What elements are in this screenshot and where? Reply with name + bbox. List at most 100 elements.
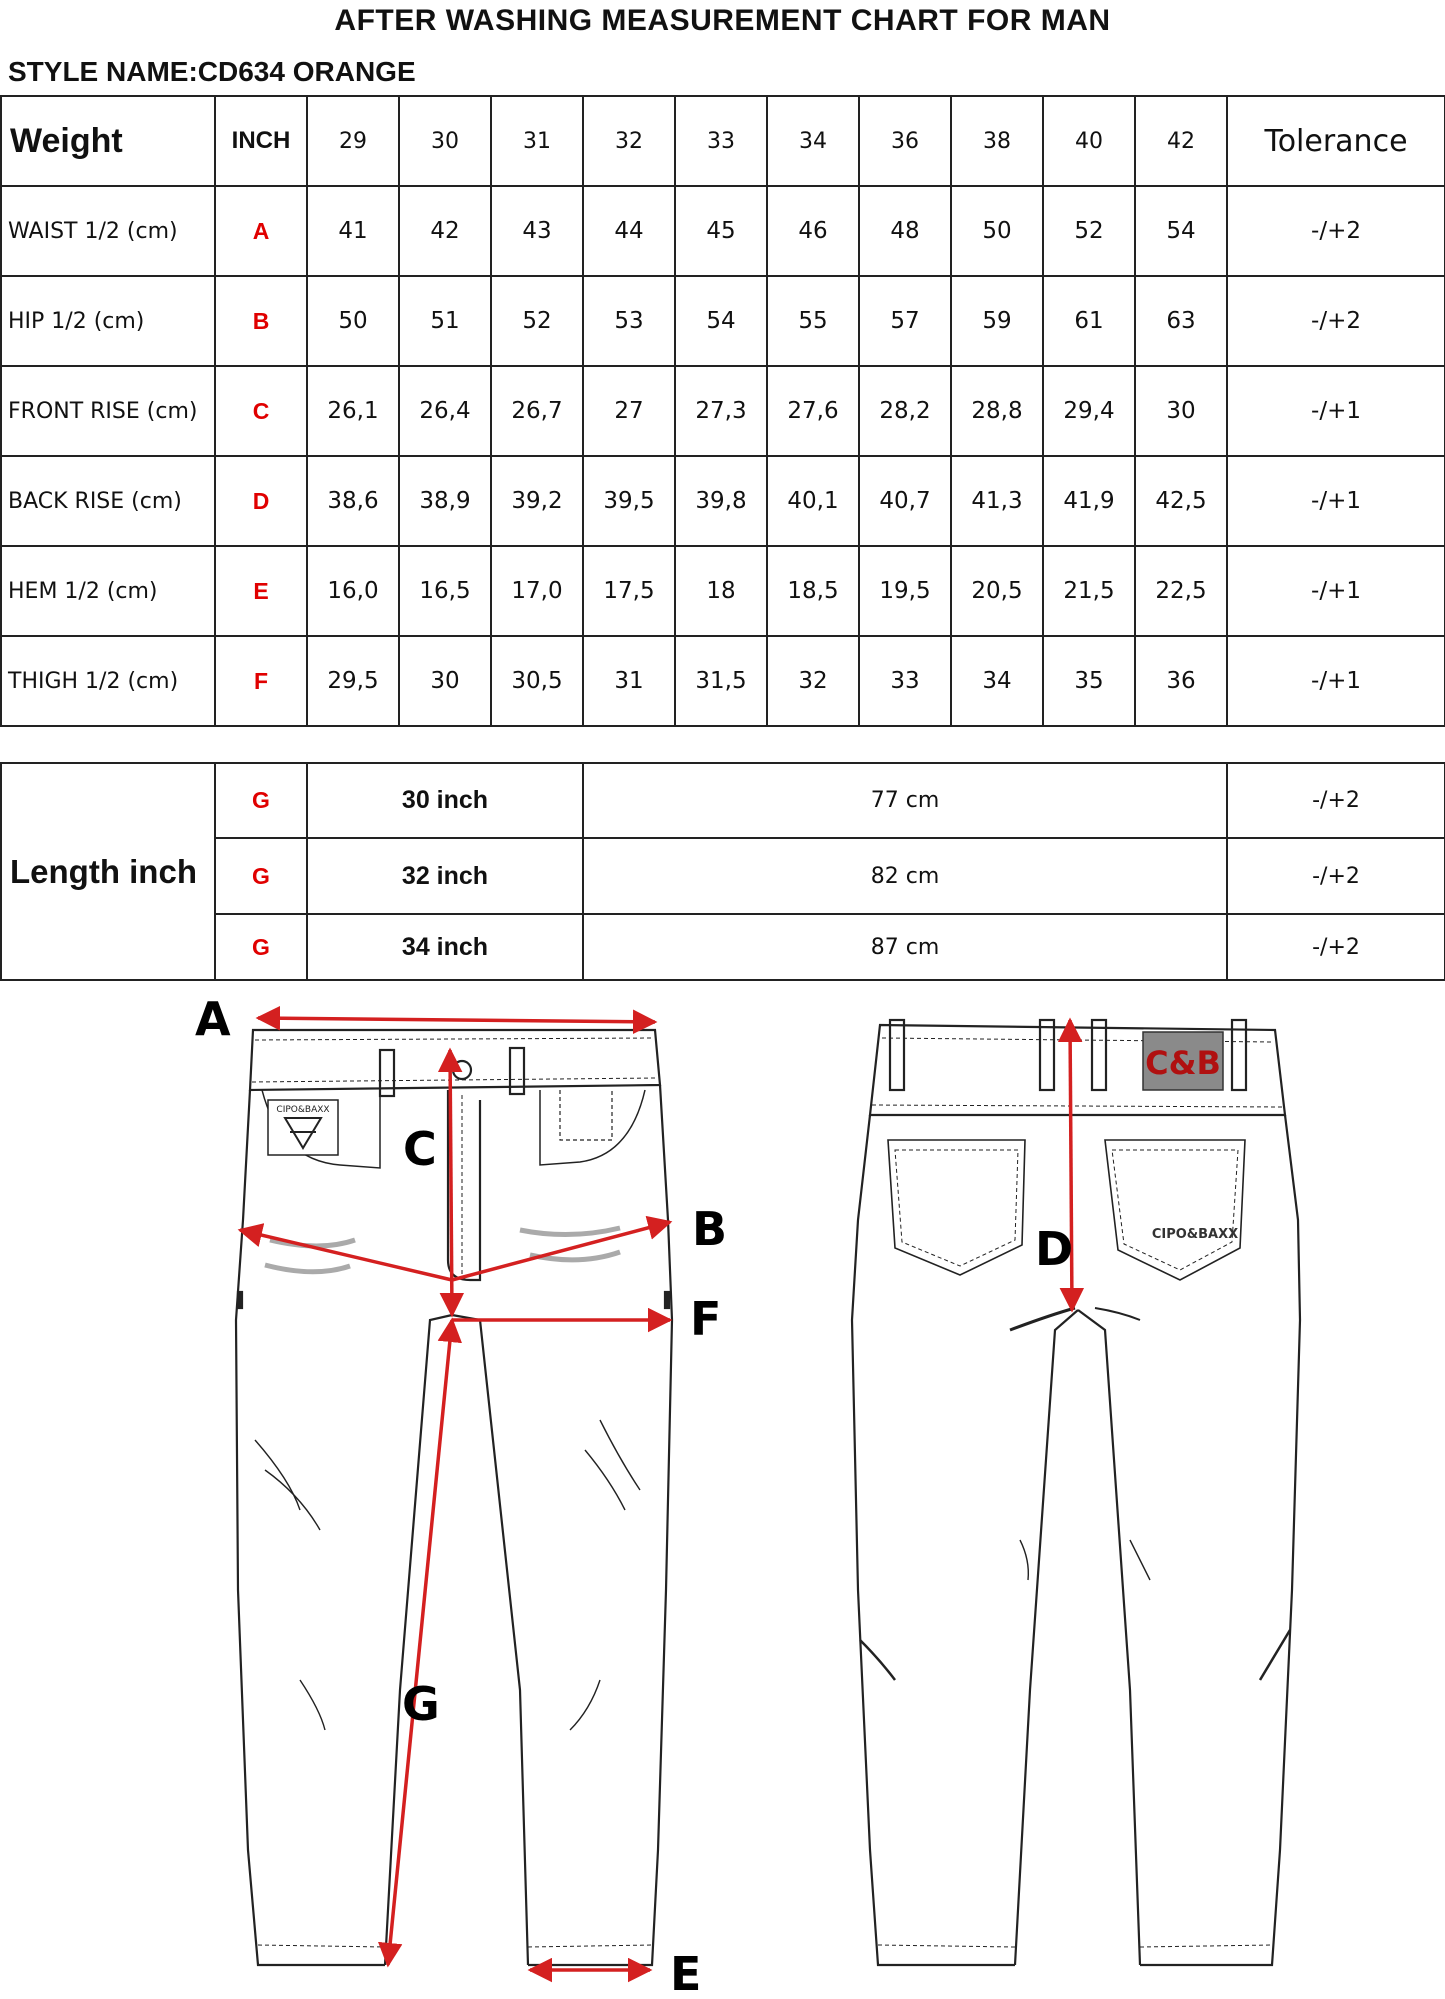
brand-patch: C&B (1142, 1031, 1224, 1091)
measurement-value: 39,5 (582, 455, 676, 547)
measurement-value: 26,7 (490, 365, 584, 457)
hip-measure-line-left (237, 1223, 453, 1282)
table-header-row: Weight INCH 29 30 31 32 33 34 36 38 40 4… (0, 95, 1445, 187)
style-name: STYLE NAME:CD634 ORANGE (8, 56, 416, 87)
waist-measure-line (255, 1005, 658, 1035)
measurement-value: 29,5 (306, 635, 400, 727)
measurement-value: 26,4 (398, 365, 492, 457)
measurement-value: 61 (1042, 275, 1136, 367)
length-code: G (214, 762, 308, 839)
measurement-value: 41 (306, 185, 400, 277)
header-size: 33 (674, 95, 768, 187)
measurement-value: 29,4 (1042, 365, 1136, 457)
measurement-tolerance: -/+2 (1226, 275, 1445, 367)
measurement-code: D (214, 455, 308, 547)
measurement-value: 57 (858, 275, 952, 367)
measure-label-a: A (195, 992, 231, 1046)
chart-title: AFTER WASHING MEASUREMENT CHART FOR MAN (334, 4, 1111, 37)
header-size: 38 (950, 95, 1044, 187)
measurement-value: 26,1 (306, 365, 400, 457)
measurement-tolerance: -/+1 (1226, 455, 1445, 547)
length-code: G (214, 913, 308, 981)
measurement-lines (237, 1005, 1085, 1983)
measurement-value: 42 (398, 185, 492, 277)
measurement-value: 48 (858, 185, 952, 277)
measurement-value: 22,5 (1134, 545, 1228, 637)
measurement-table: Weight INCH 29 30 31 32 33 34 36 38 40 4… (0, 95, 1445, 727)
measurement-value: 51 (398, 275, 492, 367)
measurement-value: 30 (398, 635, 492, 727)
inseam-measure-line (377, 1317, 463, 1968)
measurement-value: 59 (950, 275, 1044, 367)
measurement-tolerance: -/+1 (1226, 635, 1445, 727)
front-pocket-patch: CIPO&BAXX (267, 1099, 339, 1156)
measurement-value: 16,0 (306, 545, 400, 637)
length-tolerance: -/+2 (1226, 837, 1445, 915)
measure-label-d: D (1035, 1222, 1073, 1276)
jeans-diagram: CIPO&BAXX C&B CIPO&BAX (195, 992, 1302, 1999)
measurement-value: 54 (1134, 185, 1228, 277)
back-jeans-drawing (850, 1018, 1302, 1967)
length-label: Length inch (0, 762, 216, 981)
measurement-value: 41,3 (950, 455, 1044, 547)
measurement-name: HEM 1/2 (cm) (0, 545, 216, 637)
length-inch: 34 inch (306, 913, 584, 981)
header-size: 32 (582, 95, 676, 187)
measurement-value: 30 (1134, 365, 1228, 457)
length-inch: 30 inch (306, 762, 584, 839)
measurement-value: 33 (858, 635, 952, 727)
measure-label-b: B (692, 1202, 727, 1256)
header-size: 29 (306, 95, 400, 187)
measurement-value: 16,5 (398, 545, 492, 637)
length-row: G 34 inch 87 cm -/+2 (1, 913, 1445, 981)
measurement-value: 52 (1042, 185, 1136, 277)
measurement-value: 50 (950, 185, 1044, 277)
header-size: 31 (490, 95, 584, 187)
measurement-name: FRONT RISE (cm) (0, 365, 216, 457)
measure-label-g: G (402, 1677, 440, 1731)
brand-patch-label: C&B (1145, 1044, 1221, 1082)
length-tolerance: -/+2 (1226, 762, 1445, 839)
measurement-name: HIP 1/2 (cm) (0, 275, 216, 367)
measurement-value: 27,6 (766, 365, 860, 457)
measurement-value: 17,0 (490, 545, 584, 637)
measurement-value: 20,5 (950, 545, 1044, 637)
measurement-value: 18,5 (766, 545, 860, 637)
measure-label-c: C (403, 1122, 437, 1176)
measurement-value: 46 (766, 185, 860, 277)
measurement-value: 17,5 (582, 545, 676, 637)
measurement-value: 52 (490, 275, 584, 367)
measurement-value: 44 (582, 185, 676, 277)
length-row: G 32 inch 82 cm -/+2 (1, 837, 1445, 915)
measurement-value: 31 (582, 635, 676, 727)
header-weight: Weight (0, 95, 216, 187)
measurement-value: 36 (1134, 635, 1228, 727)
measurement-value: 30,5 (490, 635, 584, 727)
measurement-value: 38,6 (306, 455, 400, 547)
measurement-value: 50 (306, 275, 400, 367)
measurement-value: 18 (674, 545, 768, 637)
length-row: Length inch G 30 inch 77 cm -/+2 (0, 762, 1445, 981)
length-code: G (214, 837, 308, 915)
measurement-name: BACK RISE (cm) (0, 455, 216, 547)
measurement-code: C (214, 365, 308, 457)
measurement-tolerance: -/+1 (1226, 545, 1445, 637)
measurement-value: 39,2 (490, 455, 584, 547)
measurement-value: 31,5 (674, 635, 768, 727)
measurement-value: 27 (582, 365, 676, 457)
measurement-code: A (214, 185, 308, 277)
measurement-name: THIGH 1/2 (cm) (0, 635, 216, 727)
measurement-code: E (214, 545, 308, 637)
header-size: 30 (398, 95, 492, 187)
measurement-value: 43 (490, 185, 584, 277)
measurement-value: 28,8 (950, 365, 1044, 457)
header-size: 42 (1134, 95, 1228, 187)
measurement-value: 40,1 (766, 455, 860, 547)
measurement-value: 38,9 (398, 455, 492, 547)
measurement-name: WAIST 1/2 (cm) (0, 185, 216, 277)
